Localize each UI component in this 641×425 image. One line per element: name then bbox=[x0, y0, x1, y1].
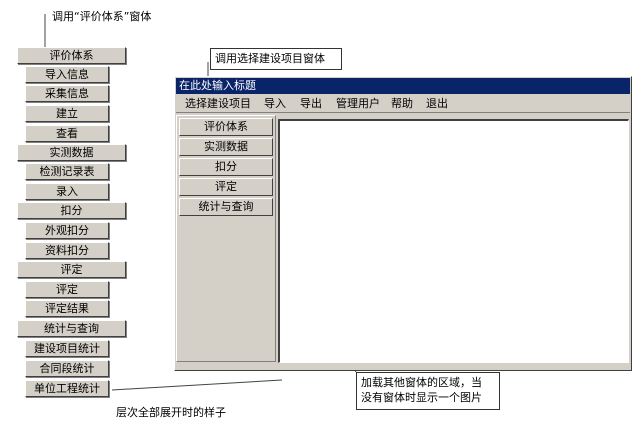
menu-export[interactable]: 导出 bbox=[300, 97, 322, 110]
tree-item-unit-stats[interactable]: 单位工程统计 bbox=[25, 380, 109, 397]
select-project-callout: 调用选择建设项目窗体 bbox=[210, 48, 342, 70]
tree-item-appearance-deduction[interactable]: 外观扣分 bbox=[25, 222, 109, 239]
menu-import[interactable]: 导入 bbox=[264, 97, 286, 110]
window-title: 在此处输入标题 bbox=[176, 78, 630, 94]
tree-item-import-info[interactable]: 导入信息 bbox=[25, 66, 109, 83]
menu-manage-users[interactable]: 管理用户 bbox=[336, 97, 380, 110]
side-button-assessment[interactable]: 评定 bbox=[179, 178, 273, 196]
tree-item-build[interactable]: 建立 bbox=[25, 105, 109, 122]
tree-item-input[interactable]: 录入 bbox=[25, 183, 109, 200]
tree-item-collect-info[interactable]: 采集信息 bbox=[25, 85, 109, 102]
menu-select-project[interactable]: 选择建设项目 bbox=[185, 97, 251, 110]
tree-group-assessment[interactable]: 评定 bbox=[17, 261, 126, 278]
tree-item-contract-stats[interactable]: 合同段统计 bbox=[25, 360, 109, 377]
expanded-note: 层次全部展开时的样子 bbox=[116, 406, 226, 419]
app-window: 在此处输入标题 选择建设项目 导入 导出 管理用户 帮助 退出 评价体系 实测数… bbox=[174, 76, 632, 371]
tree-group-statistics[interactable]: 统计与查询 bbox=[17, 320, 126, 337]
tree-item-test-record[interactable]: 检测记录表 bbox=[25, 163, 109, 180]
tree-item-assess[interactable]: 评定 bbox=[25, 281, 109, 298]
load-area-note-line2: 没有窗体时显示一个图片 bbox=[361, 391, 482, 404]
tree-item-assess-result[interactable]: 评定结果 bbox=[25, 300, 109, 317]
menubar: 选择建设项目 导入 导出 管理用户 帮助 退出 bbox=[176, 95, 630, 113]
tree-group-measured-data[interactable]: 实测数据 bbox=[17, 144, 126, 161]
side-button-deduction[interactable]: 扣分 bbox=[179, 158, 273, 176]
menu-window-note: 调用“评价体系”窗体 bbox=[52, 10, 152, 23]
menu-exit[interactable]: 退出 bbox=[426, 97, 448, 110]
tree-group-deduction[interactable]: 扣分 bbox=[17, 202, 126, 219]
form-load-area[interactable] bbox=[278, 119, 629, 363]
load-area-note-line1: 加载其他窗体的区域，当 bbox=[361, 376, 482, 389]
side-button-panel: 评价体系 实测数据 扣分 评定 统计与查询 bbox=[176, 115, 276, 362]
tree-item-view[interactable]: 查看 bbox=[25, 125, 109, 142]
side-button-evaluation[interactable]: 评价体系 bbox=[179, 118, 273, 136]
load-area-callout: 加载其他窗体的区域，当 没有窗体时显示一个图片 bbox=[356, 372, 500, 410]
side-button-measured-data[interactable]: 实测数据 bbox=[179, 138, 273, 156]
menu-help[interactable]: 帮助 bbox=[391, 97, 413, 110]
tree-item-document-deduction[interactable]: 资料扣分 bbox=[25, 242, 109, 259]
tree-item-project-stats[interactable]: 建设项目统计 bbox=[25, 340, 109, 357]
side-button-statistics[interactable]: 统计与查询 bbox=[179, 198, 273, 216]
tree-group-evaluation[interactable]: 评价体系 bbox=[17, 47, 126, 64]
